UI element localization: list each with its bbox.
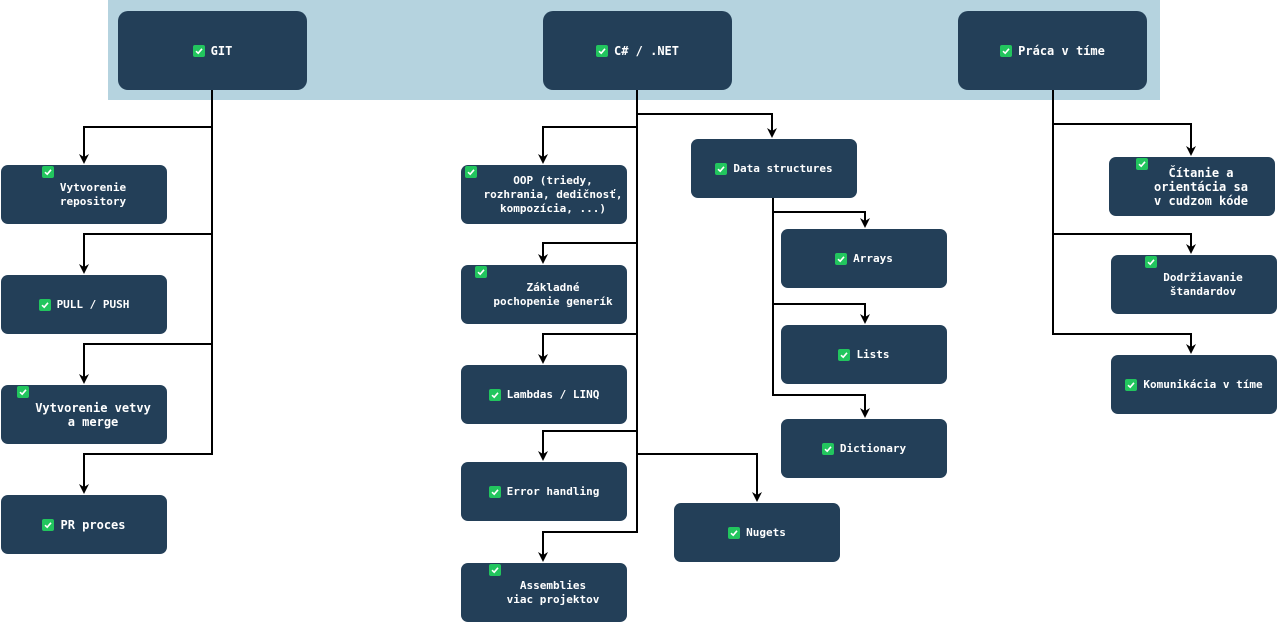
edge-team-communication [1052, 234, 1196, 354]
edge-cs-generics [538, 127, 638, 264]
check-icon [38, 298, 51, 311]
check-icon [715, 162, 728, 175]
check-icon [488, 564, 501, 576]
node-git-branch: Vytvorenie vetvy a merge [1, 385, 167, 444]
node-ds-dictionary: Dictionary [781, 419, 947, 478]
edge-team-reading [1052, 90, 1196, 156]
check-icon [728, 526, 741, 539]
check-icon [838, 348, 851, 361]
check-icon [192, 44, 205, 57]
check-icon [41, 166, 54, 178]
check-icon [1136, 158, 1149, 170]
node-team-communication: Komunikácia v tíme [1111, 355, 1277, 414]
node-ds-arrays: Arrays [781, 229, 947, 288]
edge-cs-nugets [637, 453, 762, 502]
node-git-repo-label: Vytvorenie repository [59, 180, 127, 208]
node-cs-oop: OOP (triedy, rozhrania, dedičnosť, kompo… [461, 165, 627, 224]
node-team-communication-label: Komunikácia v tíme [1143, 377, 1263, 391]
node-git-repo: Vytvorenie repository [1, 165, 167, 224]
check-icon [1000, 44, 1013, 57]
edge-cs-errors [538, 334, 638, 461]
node-ds-lists: Lists [781, 325, 947, 384]
node-ds-lists-label: Lists [856, 347, 890, 361]
check-icon [1125, 378, 1138, 391]
node-cs-assemblies: Assemblies viac projektov [461, 563, 627, 622]
edge-ds-lists [772, 212, 870, 324]
node-team: Práca v tíme [958, 11, 1147, 90]
node-cs-errors-label: Error handling [506, 484, 600, 498]
edge-git-pr [79, 344, 213, 494]
node-team-reading-label: Čítanie a orientácia sa v cudzom kóde [1154, 165, 1248, 208]
node-git-label: GIT [210, 43, 233, 58]
node-csharp-label: C# / .NET [613, 43, 680, 58]
node-git-pullpush-label: PULL / PUSH [56, 297, 130, 311]
check-icon [821, 442, 834, 455]
edge-git-pullpush [79, 127, 213, 274]
node-ds-arrays-label: Arrays [853, 251, 893, 265]
node-git-branch-label: Vytvorenie vetvy a merge [35, 400, 151, 429]
check-icon [595, 44, 608, 57]
node-git: GIT [118, 11, 307, 90]
node-cs-nugets-label: Nugets [746, 525, 786, 539]
node-git-pr-label: PR proces [60, 517, 126, 532]
check-icon [488, 388, 501, 401]
node-cs-generics: Základné pochopenie generík [461, 265, 627, 324]
check-icon [488, 485, 501, 498]
check-icon [835, 252, 848, 265]
node-cs-nugets: Nugets [674, 503, 840, 562]
node-csharp: C# / .NET [543, 11, 732, 90]
edge-cs-assemblies [538, 431, 638, 562]
node-team-standards-label: Dodržiavanie štandardov [1163, 270, 1243, 298]
node-git-pullpush: PULL / PUSH [1, 275, 167, 334]
check-icon [465, 166, 478, 178]
edge-cs-oop [538, 90, 638, 164]
check-icon [42, 518, 55, 531]
edge-ds-dictionary [772, 304, 870, 418]
node-cs-datastructures-label: Data structures [733, 161, 833, 175]
node-team-label: Práca v tíme [1018, 43, 1105, 58]
node-git-pr: PR proces [1, 495, 167, 554]
node-cs-errors: Error handling [461, 462, 627, 521]
edge-git-branch [79, 234, 213, 384]
check-icon [17, 386, 30, 398]
edge-ds-arrays [772, 198, 870, 228]
check-icon [475, 266, 488, 278]
edge-team-standards [1052, 124, 1196, 254]
node-ds-dictionary-label: Dictionary [839, 441, 907, 455]
node-cs-lambdas-label: Lambdas / LINQ [506, 387, 600, 401]
check-icon [1145, 256, 1158, 268]
node-cs-generics-label: Základné pochopenie generík [493, 280, 613, 308]
edge-cs-datastructures [637, 113, 777, 138]
node-team-reading: Čítanie a orientácia sa v cudzom kóde [1109, 157, 1275, 216]
node-cs-assemblies-label: Assemblies viac projektov [506, 578, 600, 606]
node-team-standards: Dodržiavanie štandardov [1111, 255, 1277, 314]
node-cs-datastructures: Data structures [691, 139, 857, 198]
edge-cs-lambdas [538, 243, 638, 364]
node-cs-lambdas: Lambdas / LINQ [461, 365, 627, 424]
edge-git-repo [79, 90, 213, 164]
node-cs-oop-label: OOP (triedy, rozhrania, dedičnosť, kompo… [483, 173, 623, 215]
